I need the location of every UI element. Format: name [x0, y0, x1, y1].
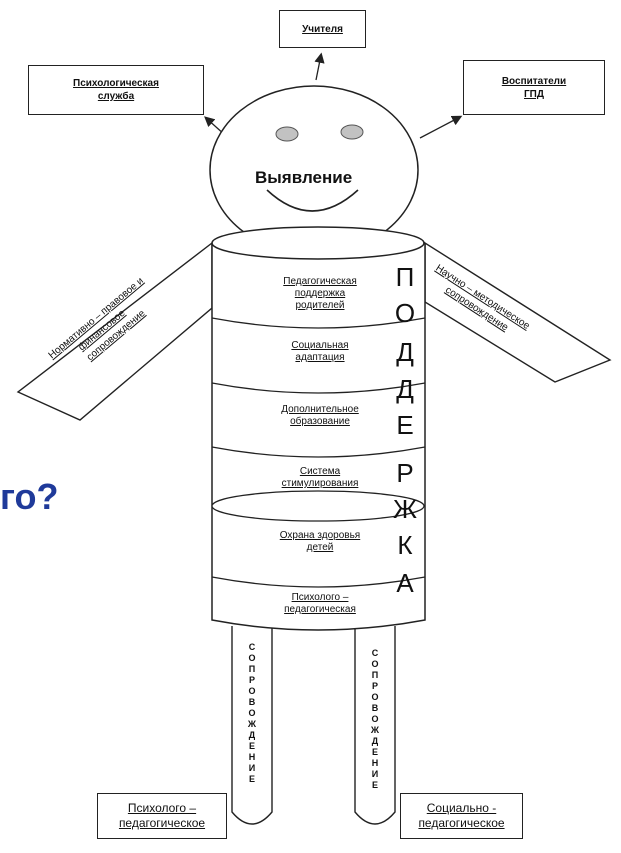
arrow-to-teachers	[314, 52, 325, 81]
podderzhka-letter: П	[395, 262, 415, 292]
box-psych-service: Психологическая служба	[28, 65, 204, 115]
right-eye	[340, 124, 364, 140]
layer-divider-1	[211, 317, 426, 329]
podderzhka-letter: Ж	[392, 494, 417, 524]
left-leg	[231, 626, 273, 825]
podderzhka-letter: А	[396, 568, 414, 598]
layer-1: Педагогическая поддержка родителей	[283, 276, 357, 311]
podderzhka-letter: К	[397, 530, 413, 560]
podderzhka-letter: Д	[396, 374, 414, 404]
head-label: Выявление	[255, 168, 353, 187]
podderzhka-letter: Е	[396, 410, 414, 440]
box-educators: Воспитатели ГПД	[463, 60, 605, 115]
layer-4: Система стимулирования	[281, 466, 359, 489]
layer-divider-4	[211, 490, 425, 522]
torso-top	[211, 226, 425, 260]
layer-6: Психолого – педагогическая	[284, 592, 356, 615]
podderzhka-letter: Д	[396, 337, 414, 367]
box-social-pedagogical: Социально - педагогическое	[400, 793, 523, 839]
left-eye	[275, 126, 299, 142]
podderzhka-letter: О	[394, 298, 416, 328]
layer-divider-3	[211, 446, 426, 458]
podderzhka-letter: Р	[396, 458, 414, 488]
right-leg	[354, 626, 396, 825]
layer-divider-2	[211, 382, 426, 394]
layer-divider-5	[211, 576, 426, 588]
layer-2: Социальная адаптация	[291, 340, 349, 363]
torso	[211, 243, 426, 631]
box-psych-pedagogical: Психолого – педагогическое	[97, 793, 227, 839]
smile	[266, 189, 359, 212]
cut-off-heading-fragment: го?	[0, 476, 59, 517]
box-teachers: Учителя	[279, 10, 366, 48]
layer-5: Охрана здоровья детей	[279, 530, 361, 553]
layer-3: Дополнительное образование	[281, 404, 359, 427]
arrow-to-educators	[419, 115, 463, 139]
